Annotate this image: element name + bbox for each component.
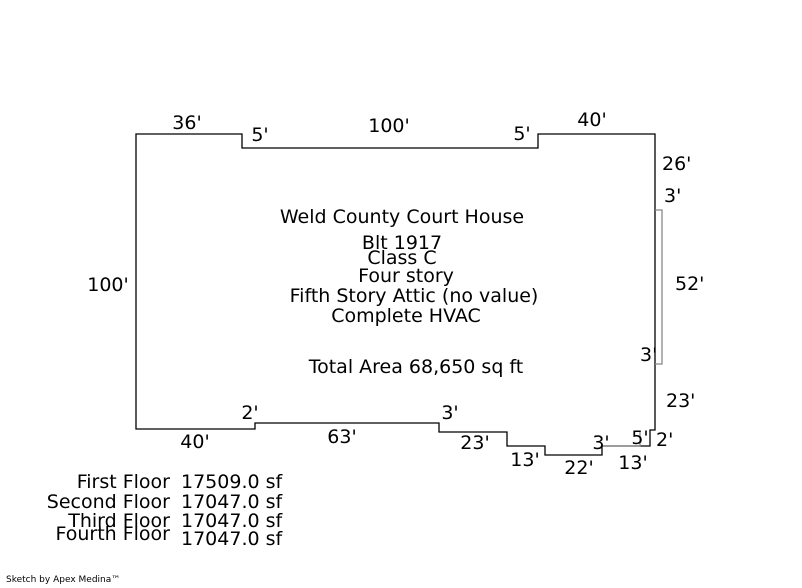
dim-right-lower: 23' [666,390,695,412]
floor-name: Third Floor [67,510,170,532]
dim-right-upper: 26' [662,153,691,175]
floor-area: 17047.0 sf [181,491,284,513]
dim-bottom-step-left: 2' [241,402,258,424]
total-area: Total Area 68,650 sq ft [308,356,524,378]
floor-area-summary: First Floor 17509.0 sf Second Floor 1704… [47,471,284,550]
story-count: Four story [358,265,454,287]
dim-notch-bottom: 22' [564,457,593,479]
dim-bottom-after-step: 23' [460,432,489,454]
dim-notch-right: 13' [618,452,647,474]
floor-area: 17047.0 sf [181,528,284,550]
dim-top-step-right: 5' [513,123,530,145]
notch-detail [602,432,641,447]
dim-corner-top: 5' [631,427,648,449]
dim-bottom-center: 63' [327,426,356,448]
built-year: Blt 1917 [362,232,442,254]
floor-area: 17047.0 sf [181,510,284,532]
floor-name: Fourth Floor [55,523,170,545]
dim-notch-step: 3' [592,432,609,454]
hvac-note: Complete HVAC [331,305,481,327]
dim-top-right: 40' [577,109,606,131]
dim-top-step-left: 5' [251,124,268,146]
attic-note: Fifth Story Attic (no value) [290,285,539,307]
dim-bottom-step-right: 3' [441,402,458,424]
dim-notch-left: 13' [510,449,539,471]
floor-name: First Floor [77,471,170,493]
sketch-credit: Sketch by Apex Medina™ [6,575,120,585]
building-title: Weld County Court House [280,206,524,228]
dim-top-center: 100' [368,115,410,137]
dim-top-left: 36' [172,112,201,134]
right-bump-outline [655,209,663,365]
floor-name: Second Floor [47,491,170,513]
dim-right-bump: 52' [675,273,704,295]
floor-area: 17509.0 sf [181,471,284,493]
building-class: Class C [367,247,436,269]
dim-right-bump-top: 3' [664,185,681,207]
dim-right-bump-bottom: 3' [640,344,657,366]
building-outline [135,133,656,456]
dim-left-side: 100' [87,274,129,296]
dim-bottom-left: 40' [180,431,209,453]
dim-corner-right: 2' [656,429,673,451]
